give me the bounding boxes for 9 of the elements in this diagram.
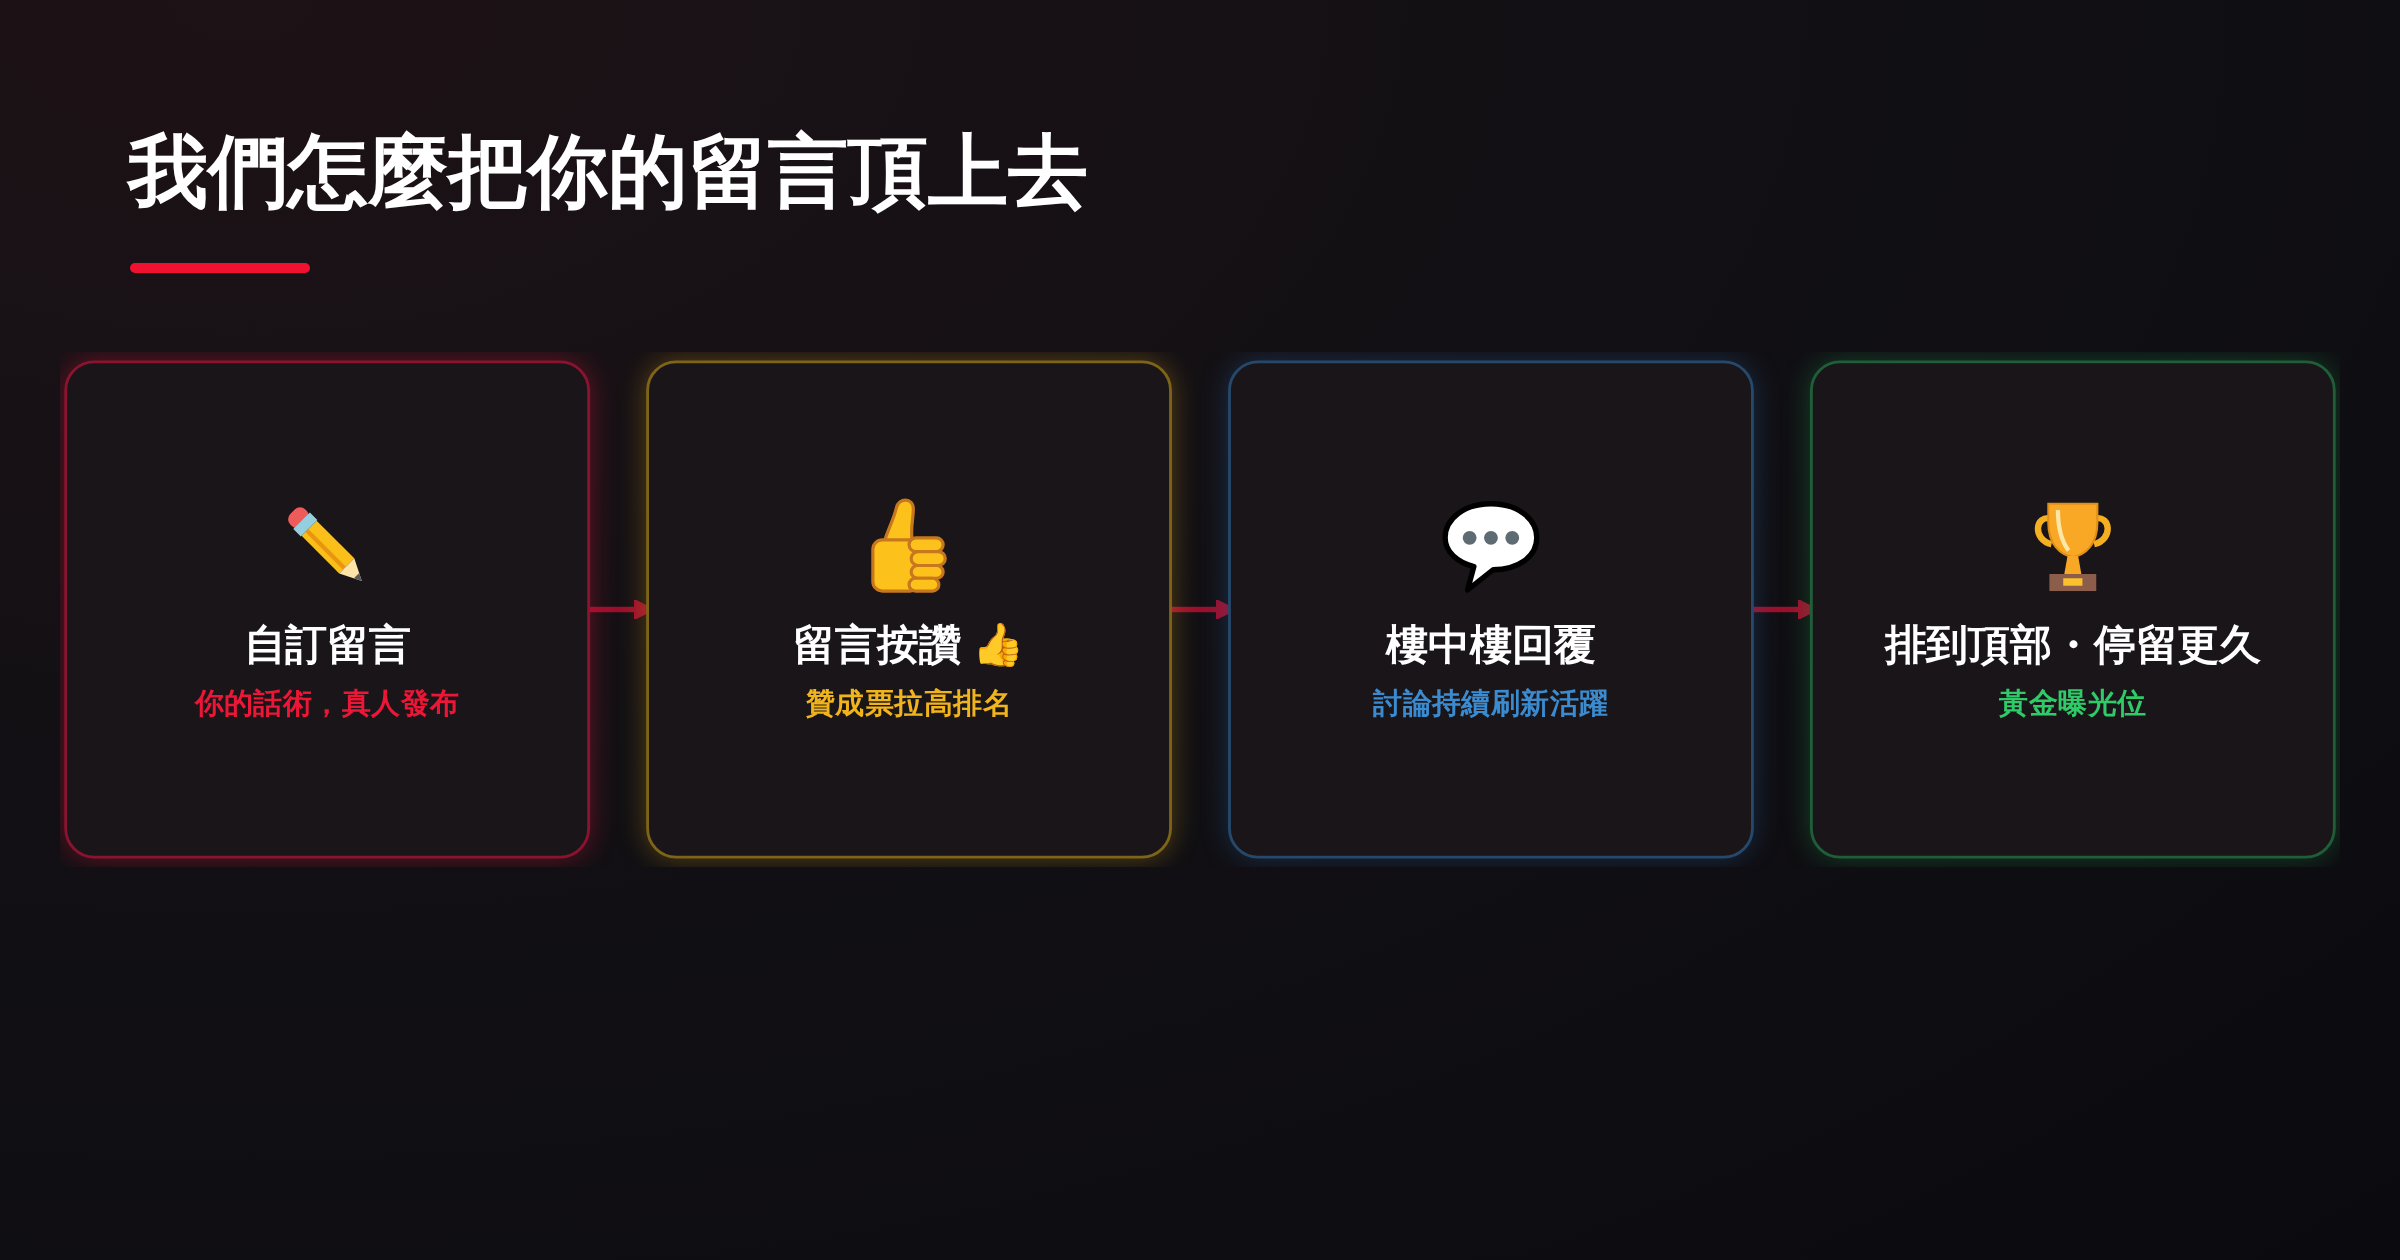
step-title: 排到頂部・停留更久 bbox=[1884, 620, 2262, 668]
step-title: 自訂留言 bbox=[243, 620, 411, 668]
step-description: 黃金曝光位 bbox=[1999, 686, 2147, 720]
step-title: 樓中樓回覆 bbox=[1386, 620, 1596, 668]
step-description: 你的話術，真人發布 bbox=[194, 686, 460, 720]
step-title: 留言按讚 👍 bbox=[793, 620, 1025, 668]
title: 我們怎麼把你的留言頂上去 bbox=[128, 126, 1088, 218]
step-description: 討論持續刷新活躍 bbox=[1373, 686, 1609, 720]
step-description: 贊成票拉高排名 bbox=[805, 686, 1013, 720]
